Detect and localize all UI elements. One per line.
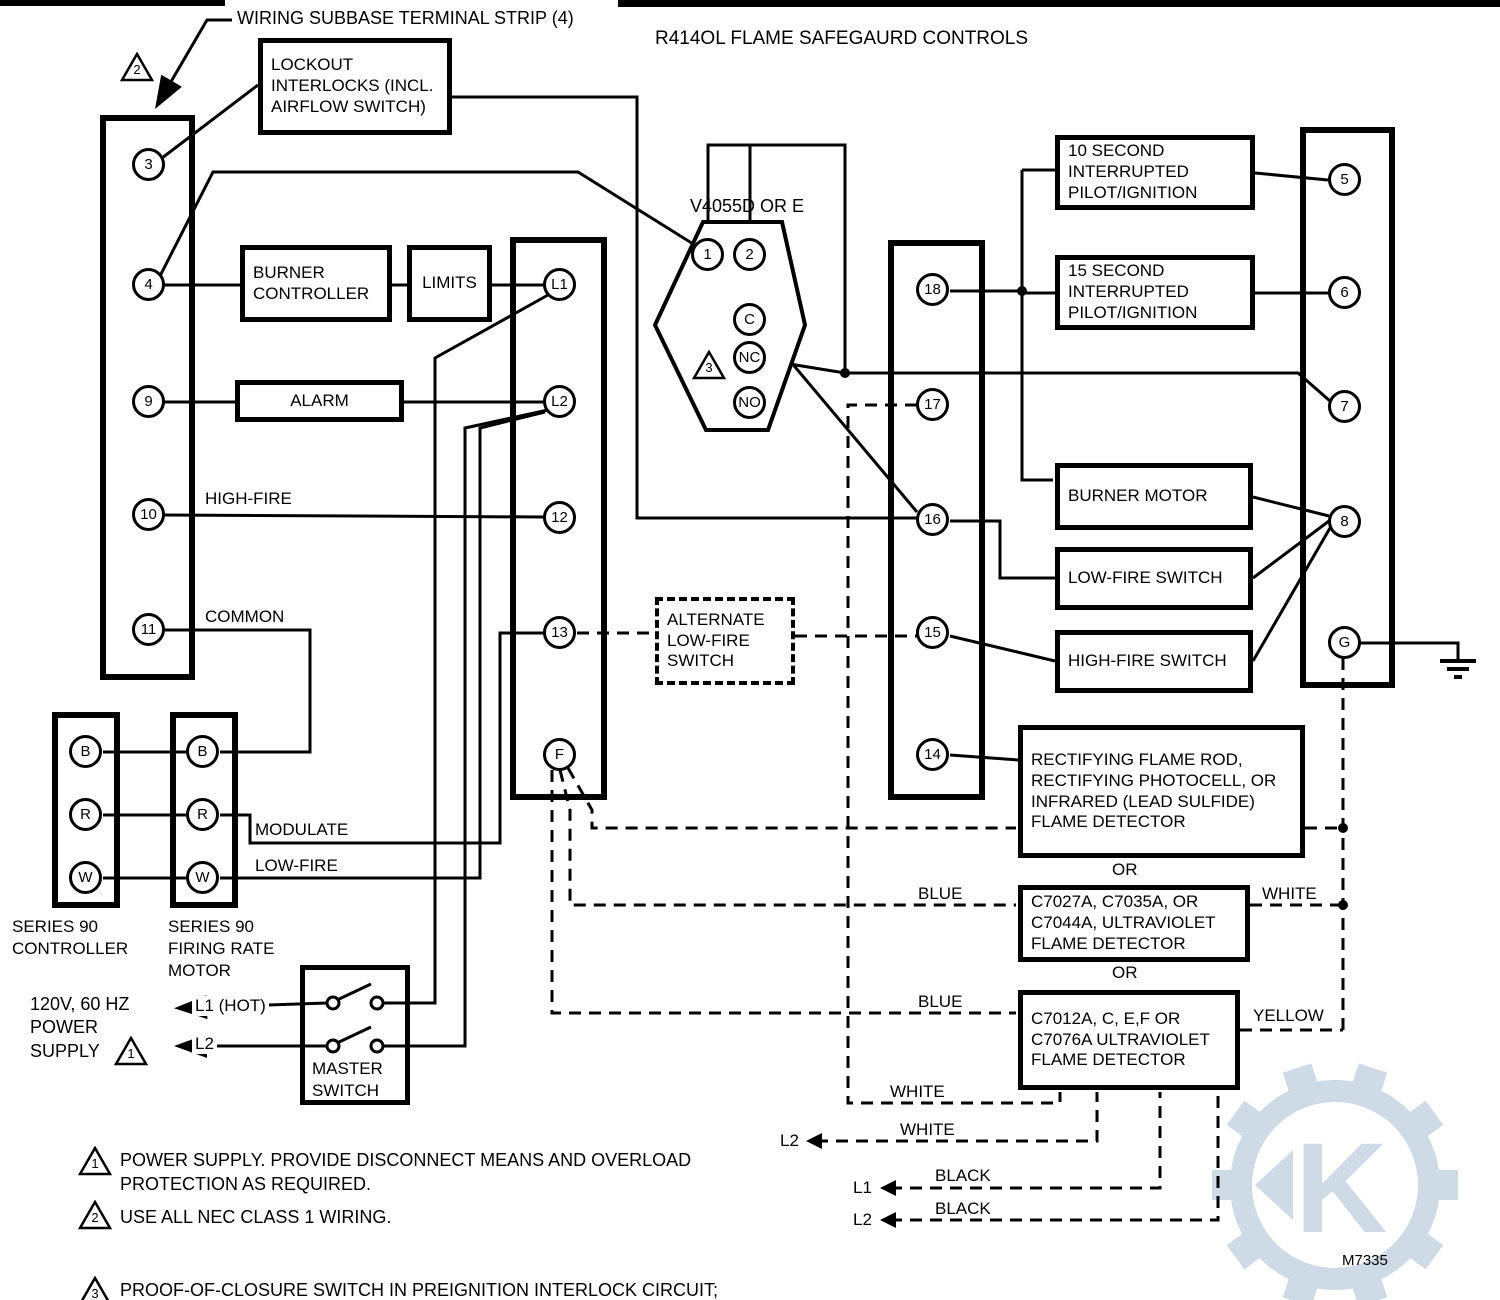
master-switch-box: [300, 965, 410, 1105]
note-marker-3-valve: 3: [692, 350, 726, 380]
l2-label: L2: [192, 1034, 217, 1054]
svg-text:K: K: [1295, 1117, 1387, 1260]
valve-terminal-2: 2: [733, 238, 766, 271]
pilot-10s-box: 10 SECOND INTERRUPTED PILOT/IGNITION: [1055, 135, 1255, 210]
terminal-7: 7: [1328, 390, 1361, 423]
black-label-1: BLACK: [935, 1166, 991, 1185]
valve-terminal-1: 1: [691, 238, 724, 271]
drawing-number: M7335: [1342, 1252, 1388, 1269]
footnote-marker-1: 1: [78, 1146, 112, 1176]
footnote-marker-3: 3: [78, 1276, 112, 1300]
subbase-leader-label: WIRING SUBBASE TERMINAL STRIP (4): [237, 8, 574, 28]
low-fire-label: LOW-FIRE: [255, 856, 338, 875]
l1-hot-label: L1 (HOT): [192, 996, 269, 1016]
terminal-L2: L2: [543, 385, 576, 418]
bottom-l2-label-a: L2: [780, 1131, 799, 1150]
terminal-10: 10: [132, 498, 165, 531]
lead-arrowheads: [806, 1133, 896, 1228]
scan-edge-bars: [0, 0, 1500, 7]
master-switch-label: MASTER SWITCH: [312, 1059, 383, 1101]
burner-controller-box: BURNER CONTROLLER: [240, 245, 392, 322]
series90-motor-label: SERIES 90 FIRING RATE MOTOR: [168, 917, 275, 981]
series90-controller-label: SERIES 90 CONTROLLER: [12, 917, 129, 959]
solid-wires: [103, 18, 1460, 1058]
valve-outline: [652, 220, 808, 432]
footnote-1: POWER SUPPLY. PROVIDE DISCONNECT MEANS A…: [120, 1150, 692, 1195]
pilot-15s-box: 15 SECOND INTERRUPTED PILOT/IGNITION: [1055, 255, 1255, 330]
limits-box: LIMITS: [407, 245, 492, 322]
footnote-marker-2: 2: [78, 1200, 112, 1230]
note-marker-2-top: 2: [120, 52, 154, 82]
terminal-17: 17: [916, 388, 949, 421]
terminal-11: 11: [132, 613, 165, 646]
power-supply-label: 120V, 60 HZ POWER SUPPLY: [30, 994, 130, 1061]
valve-terminal-C: C: [733, 303, 766, 336]
terminal-13: 13: [543, 616, 576, 649]
black-label-2: BLACK: [935, 1199, 991, 1218]
uv-detector-c7012-box: C7012A, C, E,F OR C7076A ULTRAVIOLET FLA…: [1018, 990, 1240, 1090]
terminal-L1: L1: [543, 268, 576, 301]
terminal-18: 18: [916, 273, 949, 306]
controller-terminal-B: B: [69, 735, 102, 768]
or-label-2: OR: [1112, 963, 1138, 982]
modulate-label: MODULATE: [255, 820, 349, 839]
footnote-2: USE ALL NEC CLASS 1 WIRING.: [120, 1207, 392, 1227]
uv-detector-c7027-box: C7027A, C7035A, OR C7044A, ULTRAVIOLET F…: [1018, 885, 1250, 962]
terminal-4: 4: [132, 268, 165, 301]
controller-terminal-W: W: [69, 861, 102, 894]
motor-terminal-R: R: [186, 798, 219, 831]
lockout-interlocks-box: LOCKOUT INTERLOCKS (INCL. AIRFLOW SWITCH…: [258, 38, 452, 135]
blue-label-1: BLUE: [918, 884, 963, 903]
valve-terminal-NC: NC: [733, 341, 766, 374]
terminal-16: 16: [916, 503, 949, 536]
blue-label-2: BLUE: [918, 992, 963, 1011]
terminal-6: 6: [1328, 276, 1361, 309]
alternate-low-fire-switch-box: ALTERNATE LOW-FIRE SWITCH: [655, 597, 795, 685]
or-label-1: OR: [1112, 860, 1138, 879]
watermark-logo: K: [1212, 1063, 1459, 1300]
alarm-box: ALARM: [235, 380, 404, 422]
valve-label: V4055D OR E: [690, 196, 805, 216]
footnote-3: PROOF-OF-CLOSURE SWITCH IN PREIGNITION I…: [120, 1280, 719, 1300]
rectifying-detector-box: RECTIFYING FLAME ROD, RECTIFYING PHOTOCE…: [1018, 725, 1305, 858]
controller-terminal-R: R: [69, 798, 102, 831]
terminal-12: 12: [543, 501, 576, 534]
terminal-15: 15: [916, 616, 949, 649]
junction-dots: [840, 286, 1348, 910]
terminal-5: 5: [1328, 163, 1361, 196]
common-label: COMMON: [205, 607, 285, 626]
left-terminal-strip: [100, 115, 195, 680]
high-fire-label: HIGH-FIRE: [205, 489, 292, 508]
master-switch-contacts: [325, 982, 385, 1054]
white-label-2: WHITE: [890, 1082, 945, 1101]
terminal-14: 14: [916, 738, 949, 771]
white-label-3: WHITE: [900, 1120, 955, 1139]
motor-terminal-W: W: [186, 861, 219, 894]
terminal-F: F: [543, 738, 576, 771]
burner-motor-box: BURNER MOTOR: [1055, 463, 1253, 530]
terminal-9: 9: [132, 385, 165, 418]
note-marker-1-power: 1: [114, 1036, 148, 1066]
bottom-l1-label: L1: [853, 1178, 872, 1197]
high-fire-switch-box: HIGH-FIRE SWITCH: [1055, 630, 1253, 693]
motor-terminal-B: B: [186, 735, 219, 768]
low-fire-switch-box: LOW-FIRE SWITCH: [1055, 547, 1253, 610]
terminal-8: 8: [1328, 505, 1361, 538]
page-title: R414OL FLAME SAFEGAURD CONTROLS: [655, 28, 1029, 49]
ground-symbol: [1440, 659, 1476, 679]
valve-terminal-NO: NO: [733, 386, 766, 419]
terminal-3: 3: [132, 148, 165, 181]
white-label-1: WHITE: [1262, 884, 1317, 903]
dashed-wires: [550, 403, 1345, 1222]
bottom-l2-label-b: L2: [853, 1210, 872, 1229]
yellow-label: YELLOW: [1253, 1006, 1324, 1025]
terminal-G: G: [1328, 626, 1361, 659]
